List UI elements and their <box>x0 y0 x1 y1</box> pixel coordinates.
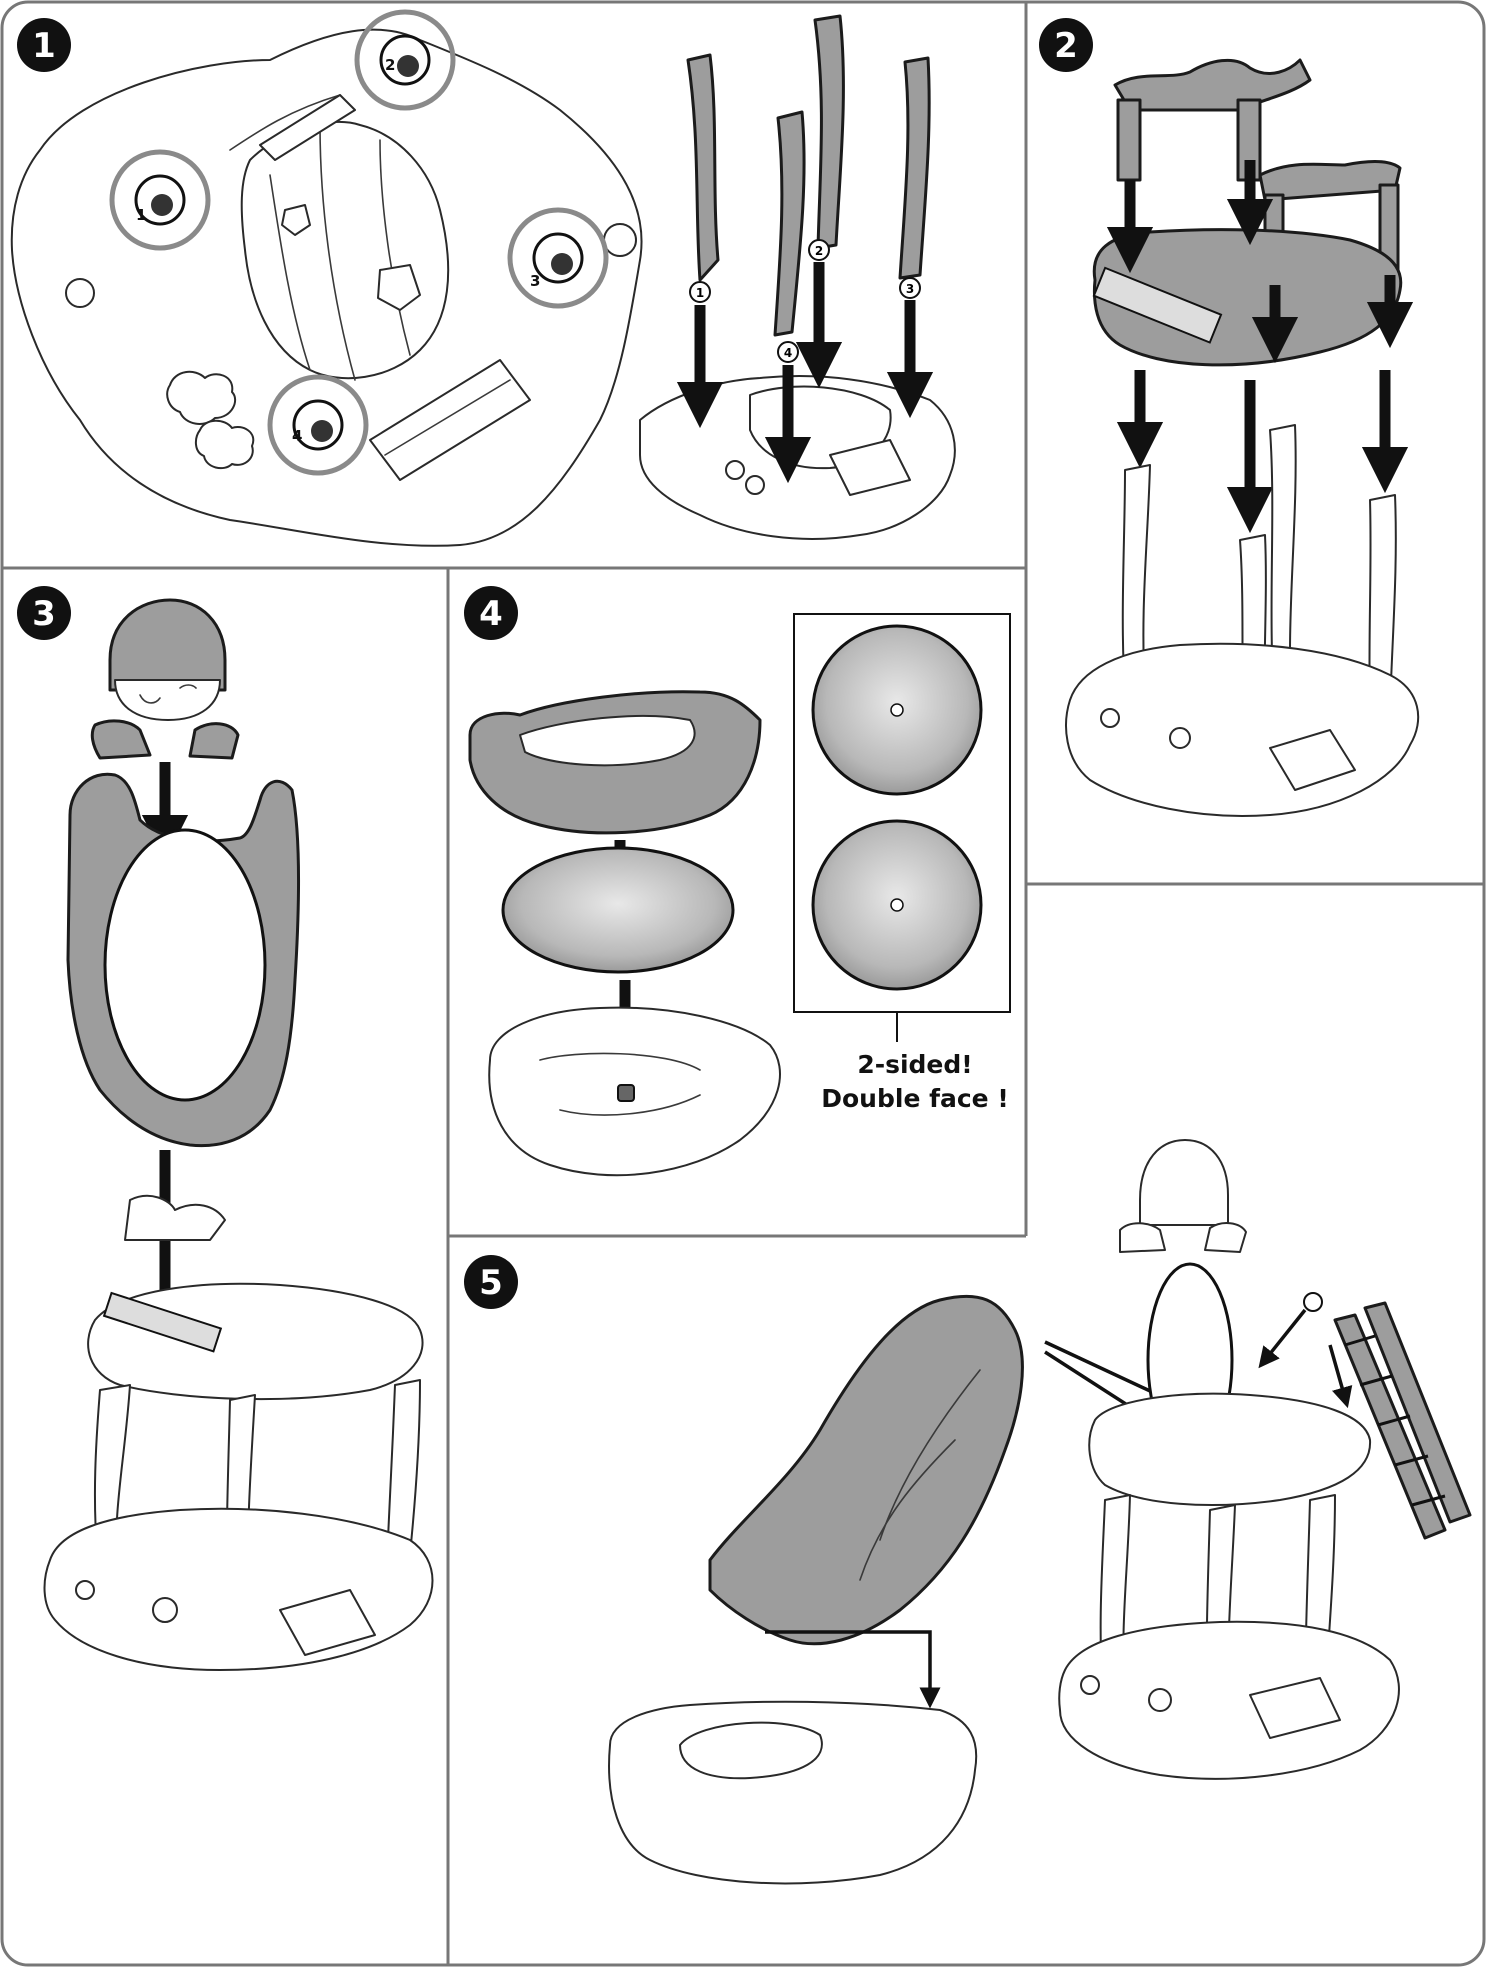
step-badge-1: 1 <box>17 18 71 72</box>
step1-base-perspective <box>640 376 955 539</box>
callout-line-2: Double face ! <box>790 1082 1040 1116</box>
pillar-label: 3 <box>906 282 914 296</box>
hole-label: 3 <box>530 272 540 290</box>
step-badge-4: 4 <box>464 586 518 640</box>
pillar-label: 2 <box>815 244 823 258</box>
step-number: 1 <box>32 26 56 66</box>
hole-label: 4 <box>292 427 302 445</box>
disc-inset <box>794 614 1010 1042</box>
step-badge-2: 2 <box>1039 18 1093 72</box>
two-sided-callout: 2-sided! Double face ! <box>790 1048 1040 1116</box>
step-number: 4 <box>479 594 503 634</box>
pillar-label: 4 <box>784 346 792 360</box>
step5-assembly <box>609 1140 1470 1883</box>
step-number: 2 <box>1054 26 1078 66</box>
step-badge-3: 3 <box>17 586 71 640</box>
pillar-label: 1 <box>696 286 704 300</box>
step1-base-top-view: 1 2 3 4 <box>12 12 642 546</box>
step-badge-5: 5 <box>464 1255 518 1309</box>
step-number: 3 <box>32 594 56 634</box>
callout-line-1: 2-sided! <box>790 1048 1040 1082</box>
step2-assembly <box>1066 60 1418 816</box>
step3-assembly <box>45 600 433 1670</box>
step4-assembly <box>470 692 780 1175</box>
hole-label: 2 <box>385 56 395 74</box>
hole-label: 1 <box>136 206 146 224</box>
step-number: 5 <box>479 1263 503 1303</box>
